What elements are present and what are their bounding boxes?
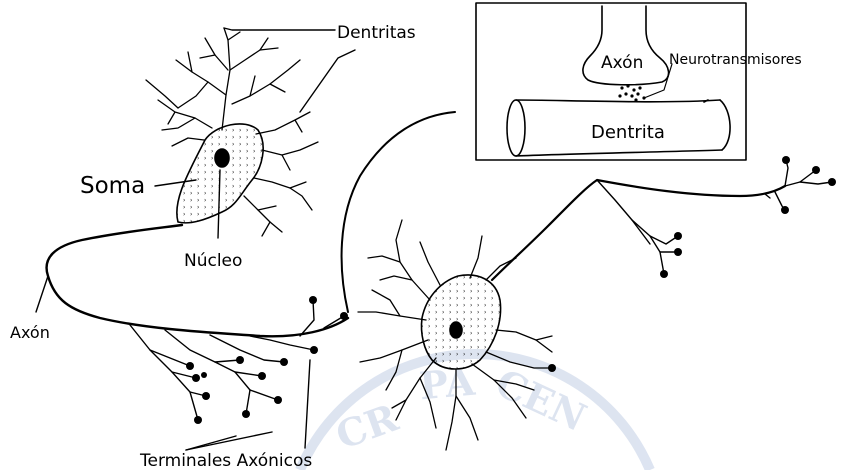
label-soma: Soma — [80, 173, 145, 199]
label-axon: Axón — [10, 323, 50, 342]
axon-left — [47, 225, 348, 336]
axon-right — [492, 180, 785, 280]
nucleus-left — [215, 149, 229, 167]
label-dendrites: Dentritas — [337, 23, 416, 43]
label-axon-terminals: Terminales Axónicos — [139, 451, 312, 470]
university-watermark: CR PA CEN — [300, 354, 650, 470]
svg-text:CEN: CEN — [489, 360, 593, 440]
neurotransmitter-dots — [618, 84, 645, 101]
terminal-button-right — [548, 364, 556, 372]
label-nucleus: Núcleo — [184, 251, 242, 271]
nucleus-right — [450, 322, 462, 338]
inset-label-dendrite: Dentrita — [591, 122, 665, 143]
inset-label-neurotransmitters: Neurotransmisores — [669, 52, 802, 68]
inset-label-axon: Axón — [601, 53, 643, 73]
axon-terminals-right — [597, 160, 832, 274]
